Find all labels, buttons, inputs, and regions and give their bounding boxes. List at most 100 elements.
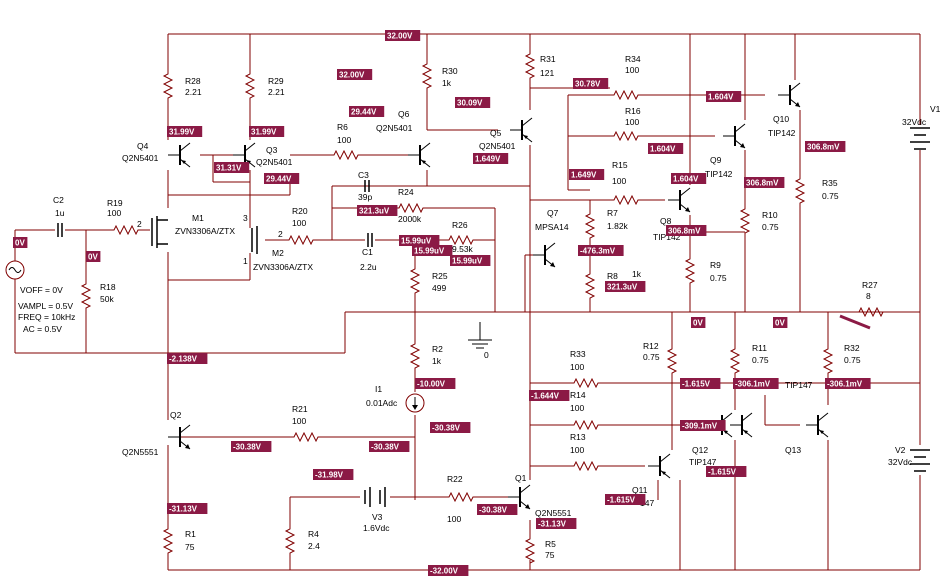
voltage-probe-label: 31.99V [169,128,195,137]
r27-value: 8 [866,291,871,301]
r22-name: R22 [447,474,463,484]
voltage-probe-label: 321.3uV [607,283,638,292]
voltage-probe: 32.00V [385,30,421,41]
voltage-probe: 321.3uV [605,281,646,292]
q5-name: Q5 [490,128,502,138]
r19-value: 100 [107,208,121,218]
voltage-probe: -306.1mV [825,378,871,389]
voltage-probe: -10.00V [415,378,456,389]
m2-name: M2 [272,248,284,258]
voltage-probe-label: 0V [775,319,785,328]
r33-value: 100 [570,362,584,372]
voltage-probe: 321.3uV [357,205,398,216]
q13-name: Q13 [785,445,801,455]
r28-value: 2.21 [185,87,202,97]
m1-part: ZVN3306A/ZTX [175,226,235,236]
voltage-probe: -32.00V [428,565,469,576]
transistors [151,82,829,510]
voltage-probe: 15.99uV [450,255,491,266]
r15-value: 100 [612,176,626,186]
c3-name: C3 [358,170,369,180]
v1-name: V1 [930,104,941,114]
r12-value: 0.75 [643,352,660,362]
voltage-probe-label: -1.615V [682,380,711,389]
q4-name: Q4 [137,141,149,151]
r18-name: R18 [100,282,116,292]
r32-name: R32 [844,343,860,353]
r29-value: 2.21 [268,87,285,97]
r9-value: 0.75 [710,273,727,283]
voltage-probe: 0V [691,317,706,328]
r16-name: R16 [625,106,641,116]
voltage-probe-label: -10.00V [417,380,446,389]
m2-pin-g: 2 [278,229,283,239]
voltage-probe-label: 306.8mV [807,143,840,152]
r32-value: 0.75 [844,355,861,365]
r11-value: 0.75 [752,355,769,365]
voltage-probe: 1.604V [671,173,707,184]
voltage-probe: 31.99V [167,126,203,137]
voltage-probe-label: -31.98V [315,471,344,480]
voltage-probe: 0V [13,237,28,248]
c1-value: 2.2u [360,262,377,272]
voltage-probe-label: -31.13V [169,505,198,514]
voltage-probe-label: 321.3uV [359,207,390,216]
q11-part: 147 [640,498,654,508]
q2-part: Q2N5551 [122,447,159,457]
r10-value: 0.75 [762,222,779,232]
q7-part: MPSA14 [535,222,569,232]
voltage-probe: -31.98V [313,469,354,480]
r5-value: 75 [545,550,555,560]
q10-part: TIP142 [768,128,796,138]
voltage-probe: 30.78V [573,78,609,89]
q8-part: TIP142 [653,232,681,242]
voltage-probe: 0V [773,317,788,328]
voltage-probe-label: -306.1mV [735,380,771,389]
q9-name: Q9 [710,155,722,165]
voltage-probe-label: 306.8mV [746,179,779,188]
r13-name: R13 [570,432,586,442]
voltage-probe-label: 30.78V [575,80,601,89]
v4-vampl: VAMPL = 0.5V [18,301,73,311]
voltage-probe: -30.38V [369,441,410,452]
r2-value: 1k [432,356,442,366]
r19-name: R19 [107,198,123,208]
voltage-probe-label: -476.3mV [580,247,616,256]
voltage-probe: -30.38V [231,441,272,452]
voltage-probe: 29.44V [349,106,385,117]
voltage-probe-label: -1.615V [607,496,636,505]
r35-value: 0.75 [822,191,839,201]
c2-value: 1u [55,208,65,218]
r28-name: R28 [185,76,201,86]
voltage-probe-label: 0V [15,239,25,248]
q3-part: Q2N5401 [256,157,293,167]
voltage-probe-label: 0V [88,253,98,262]
q12-name: Q12 [692,445,708,455]
r30-name: R30 [442,66,458,76]
voltage-probe-label: 1.604V [673,175,699,184]
m1-name: M1 [192,213,204,223]
v2-value: 32Vdc [888,457,913,467]
voltage-probe-label: -32.00V [430,567,459,576]
q1-part: Q2N5551 [535,508,572,518]
q6-name: Q6 [398,109,410,119]
voltage-probe-label: 306.8mV [668,227,701,236]
i1-value: 0.01Adc [366,398,398,408]
voltage-probe: 30.09V [455,97,491,108]
r7-value: 1.82k [607,221,629,231]
r13-value: 100 [570,445,584,455]
r34-value: 100 [625,65,639,75]
voltage-probe-label: 1.604V [708,93,734,102]
voltage-probe: 1.604V [648,143,684,154]
voltage-probe: 0V [86,251,101,262]
voltage-probe: -309.1mV [680,420,726,431]
q4-part: Q2N5401 [122,153,159,163]
r6-value: 100 [337,135,351,145]
voltage-probe-label: 1.649V [571,171,597,180]
voltage-probe-label: 31.31V [216,164,242,173]
voltage-probe: -30.38V [477,504,518,515]
r2-name: R2 [432,344,443,354]
q5-part: Q2N5401 [479,141,516,151]
r29-name: R29 [268,76,284,86]
voltage-probe-label: 32.00V [339,71,365,80]
